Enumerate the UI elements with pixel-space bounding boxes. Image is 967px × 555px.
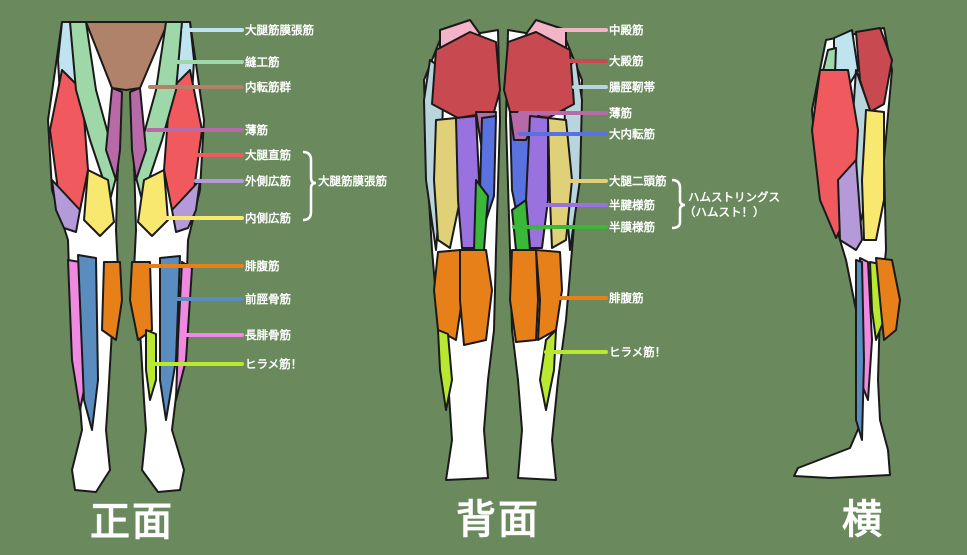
title-front-view: 正面 (90, 500, 174, 544)
label-front-sartorius: 縫工筋 (245, 55, 280, 69)
back-view (424, 20, 582, 480)
back-left-gastrocnemius-medial (460, 250, 492, 345)
label-front-rectus-femoris: 大腿直筋 (245, 148, 291, 162)
label-back-group-line2: （ハムスト！） (684, 205, 765, 219)
label-front-gastrocnemius: 腓腹筋 (245, 259, 280, 273)
label-front-group: 大腿筋膜張筋 (318, 174, 387, 188)
label-front-vastus-medialis: 内側広筋 (245, 211, 291, 225)
front-view (48, 22, 204, 492)
front-left-gastrocnemius (102, 262, 122, 340)
title-back-view: 背面 (456, 498, 540, 542)
back-hamstrings-brace (672, 180, 685, 228)
side-view (794, 28, 900, 478)
label-back-soleus: ヒラメ筋！ (609, 345, 666, 359)
label-back-gluteus-maximus: 大殿筋 (609, 54, 644, 68)
front-right-gastrocnemius (130, 262, 152, 340)
label-back-gluteus-medius: 中殿筋 (609, 23, 644, 37)
label-back-semimembranosus: 半膜様筋 (609, 220, 655, 234)
side-tibialis (856, 260, 864, 440)
title-side-view: 横 (842, 498, 884, 542)
back-left-gastrocnemius-lateral (434, 250, 462, 340)
label-back-semitendinosus: 半腱様筋 (609, 198, 655, 212)
label-back-adductor-magnus: 大内転筋 (609, 127, 655, 141)
label-front-vastus-lateralis: 外側広筋 (245, 174, 291, 188)
back-right-gastrocnemius-medial (510, 250, 538, 342)
label-back-gracilis: 薄筋 (609, 106, 632, 120)
label-front-soleus: ヒラメ筋！ (245, 357, 302, 371)
label-back-gastrocnemius: 腓腹筋 (609, 291, 644, 305)
label-front-adductors: 内転筋群 (245, 80, 291, 94)
label-front-tibialis-anterior: 前脛骨筋 (245, 292, 291, 306)
label-front-peroneus-longus: 長腓骨筋 (245, 328, 291, 342)
label-front-gracilis: 薄筋 (245, 123, 268, 137)
front-quadriceps-brace (303, 152, 316, 220)
side-biceps-femoris (862, 110, 884, 240)
label-back-biceps-femoris: 大腿二頭筋 (609, 174, 667, 188)
label-back-it-band: 腸脛靭帯 (609, 80, 655, 94)
label-front-tfl: 大腿筋膜張筋 (245, 23, 314, 37)
label-back-group-line1: ハムストリングス (688, 190, 780, 204)
